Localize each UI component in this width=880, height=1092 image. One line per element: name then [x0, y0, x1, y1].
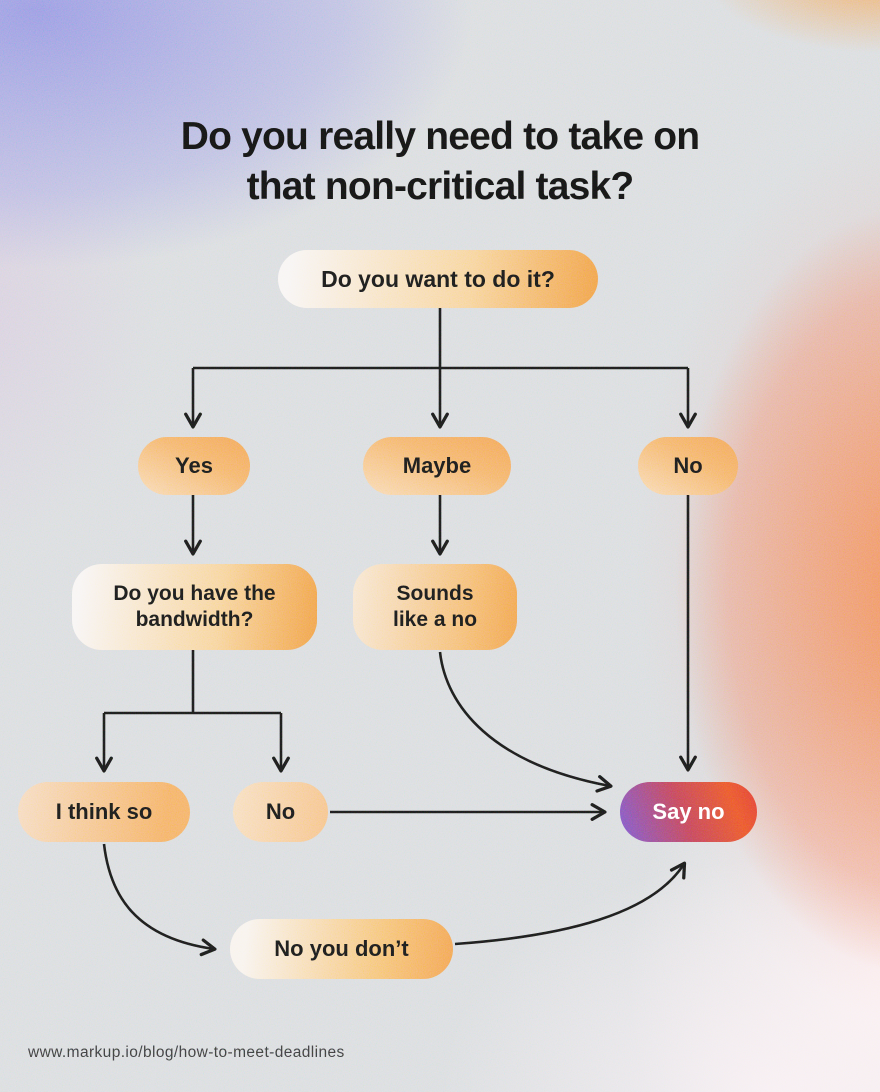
source-url: www.markup.io/blog/how-to-meet-deadlines — [28, 1044, 345, 1061]
page-title: Do you really need to take on that non-c… — [0, 112, 880, 212]
edge-want-branch-rails — [193, 308, 688, 370]
node-do-you-want-to-do-it: Do you want to do it? — [278, 250, 598, 308]
node-maybe: Maybe — [363, 437, 511, 495]
edge-think-to-nodont — [102, 843, 217, 957]
node-yes: Yes — [138, 437, 250, 495]
node-i-think-so: I think so — [18, 782, 190, 842]
node-do-you-have-the-bandwidth: Do you have the bandwidth? — [72, 564, 317, 650]
page-title-line2: that non-critical task? — [246, 165, 635, 209]
edge-nodont-to-sayno — [454, 861, 687, 946]
node-label: Say no — [652, 799, 725, 824]
edge-sounds-to-sayno — [438, 651, 613, 793]
node-label: Do you have the bandwidth? — [113, 582, 276, 631]
node-no-you-dont: No you don’t — [230, 919, 453, 979]
node-label: Yes — [175, 453, 213, 478]
node-label: No — [673, 453, 703, 478]
node-label: Sounds like a no — [392, 582, 478, 631]
node-say-no: Say no — [620, 782, 757, 842]
node-no-top: No — [638, 437, 738, 495]
edge-bandwidth-branch-rails — [104, 650, 281, 715]
node-no-mid: No — [233, 782, 328, 842]
node-label: No you don’t — [274, 936, 409, 961]
node-label: No — [265, 799, 296, 824]
node-label: Maybe — [402, 453, 472, 478]
node-sounds-like-a-no: Sounds like a no — [353, 564, 517, 650]
node-label: I think so — [55, 799, 153, 824]
node-label: Do you want to do it? — [321, 265, 555, 292]
page-title-line1: Do you really need to take on — [180, 115, 700, 159]
